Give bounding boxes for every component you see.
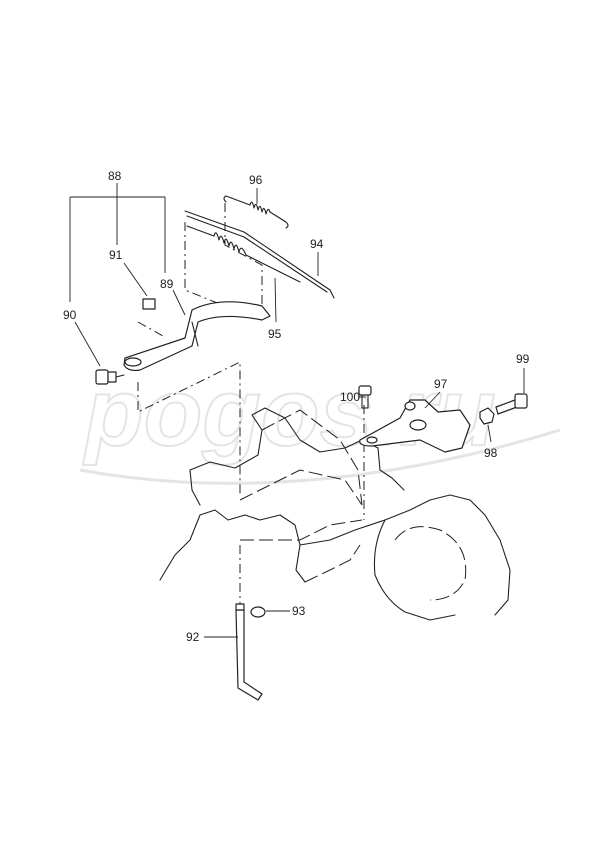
label-100: 100 — [340, 390, 360, 404]
label-90: 90 — [63, 308, 77, 322]
label-89: 89 — [160, 277, 174, 291]
callout-labels: 88 91 89 90 96 94 95 99 100 97 98 93 92 — [63, 169, 530, 644]
label-92: 92 — [186, 630, 200, 644]
label-99: 99 — [516, 352, 530, 366]
part-90-bolt — [95, 369, 125, 385]
label-96: 96 — [249, 173, 263, 187]
part-91-clip — [142, 298, 156, 310]
label-98: 98 — [484, 446, 498, 460]
leader-lines — [69, 183, 525, 638]
part-94-rod — [184, 210, 335, 299]
label-95: 95 — [268, 327, 282, 341]
label-93: 93 — [292, 604, 306, 618]
engine-outline — [159, 407, 511, 621]
part-95-spring — [186, 225, 301, 283]
part-99-bolt — [495, 393, 528, 415]
label-97: 97 — [434, 377, 448, 391]
label-91: 91 — [109, 248, 123, 262]
part-92-rod — [235, 603, 263, 701]
part-100-bolt — [358, 385, 372, 409]
label-94: 94 — [310, 237, 324, 251]
part-96-spring — [223, 195, 289, 229]
part-98-nut — [479, 407, 495, 425]
label-88: 88 — [108, 169, 122, 183]
part-93-clip — [250, 606, 266, 618]
part-89-arm — [123, 301, 271, 372]
